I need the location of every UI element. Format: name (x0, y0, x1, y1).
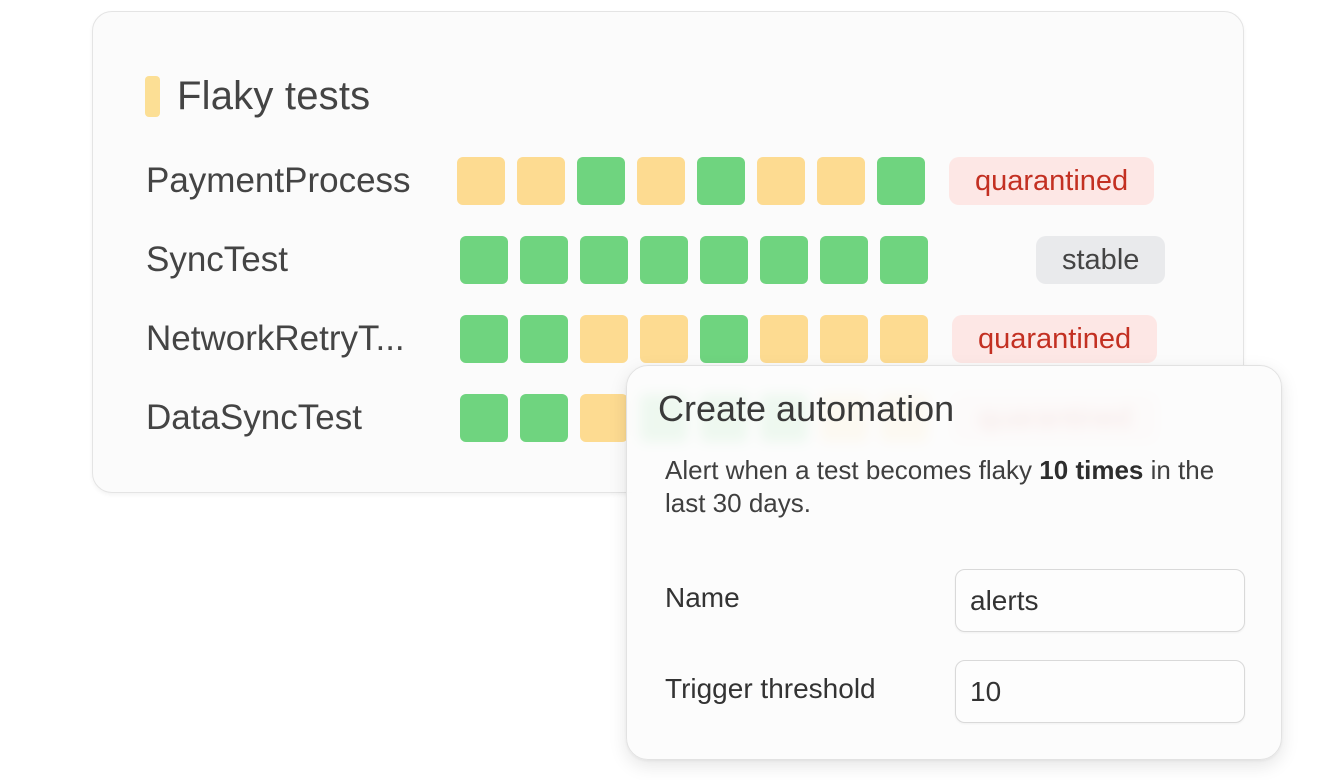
run-cell-flaky[interactable] (580, 394, 628, 442)
table-row[interactable]: SyncTest stable (146, 236, 1186, 284)
run-history (457, 157, 925, 205)
run-cell-flaky[interactable] (517, 157, 565, 205)
run-cell-flaky[interactable] (640, 315, 688, 363)
run-cell-flaky[interactable] (817, 157, 865, 205)
run-cell-flaky[interactable] (820, 315, 868, 363)
status-badge[interactable]: quarantined (949, 157, 1155, 205)
name-label: Name (665, 582, 740, 613)
threshold-label: Trigger threshold (665, 673, 876, 704)
create-automation-panel: Create automation Alert when a test beco… (626, 365, 1282, 760)
run-cell-pass[interactable] (520, 394, 568, 442)
run-cell-pass[interactable] (700, 315, 748, 363)
run-cell-pass[interactable] (700, 236, 748, 284)
flaky-accent-bar (145, 76, 160, 117)
description-emphasis: 10 times (1039, 455, 1144, 485)
run-cell-flaky[interactable] (457, 157, 505, 205)
run-cell-pass[interactable] (580, 236, 628, 284)
test-name[interactable]: NetworkRetryT... (146, 319, 405, 358)
run-history (460, 315, 928, 363)
run-cell-flaky[interactable] (880, 315, 928, 363)
card-title: Flaky tests (177, 74, 371, 118)
run-history (460, 236, 928, 284)
card-header: Flaky tests (145, 74, 370, 119)
status-badge[interactable]: quarantined (952, 315, 1158, 363)
panel-title: Create automation (658, 388, 955, 429)
run-cell-pass[interactable] (880, 236, 928, 284)
status-badge[interactable]: stable (1036, 236, 1166, 284)
test-name[interactable]: DataSyncTest (146, 398, 362, 437)
run-cell-pass[interactable] (460, 394, 508, 442)
run-cell-pass[interactable] (697, 157, 745, 205)
threshold-input[interactable] (955, 660, 1245, 723)
run-cell-flaky[interactable] (757, 157, 805, 205)
automation-description: Alert when a test becomes flaky 10 times… (665, 454, 1245, 520)
run-cell-pass[interactable] (640, 236, 688, 284)
name-input[interactable] (955, 569, 1245, 632)
description-prefix: Alert when a test becomes flaky (665, 455, 1040, 485)
run-cell-flaky[interactable] (637, 157, 685, 205)
test-name[interactable]: SyncTest (146, 240, 288, 279)
table-row[interactable]: NetworkRetryT... quarantined (146, 315, 1186, 363)
run-cell-pass[interactable] (577, 157, 625, 205)
run-cell-pass[interactable] (820, 236, 868, 284)
table-row[interactable]: PaymentProcess quarantined (146, 157, 1186, 205)
run-cell-flaky[interactable] (580, 315, 628, 363)
run-cell-flaky[interactable] (760, 315, 808, 363)
run-cell-pass[interactable] (460, 315, 508, 363)
run-cell-pass[interactable] (520, 236, 568, 284)
run-cell-pass[interactable] (760, 236, 808, 284)
run-cell-pass[interactable] (460, 236, 508, 284)
test-name[interactable]: PaymentProcess (146, 161, 411, 200)
run-cell-pass[interactable] (520, 315, 568, 363)
description-suffix: in the last 30 days. (665, 455, 1215, 518)
run-cell-pass[interactable] (877, 157, 925, 205)
